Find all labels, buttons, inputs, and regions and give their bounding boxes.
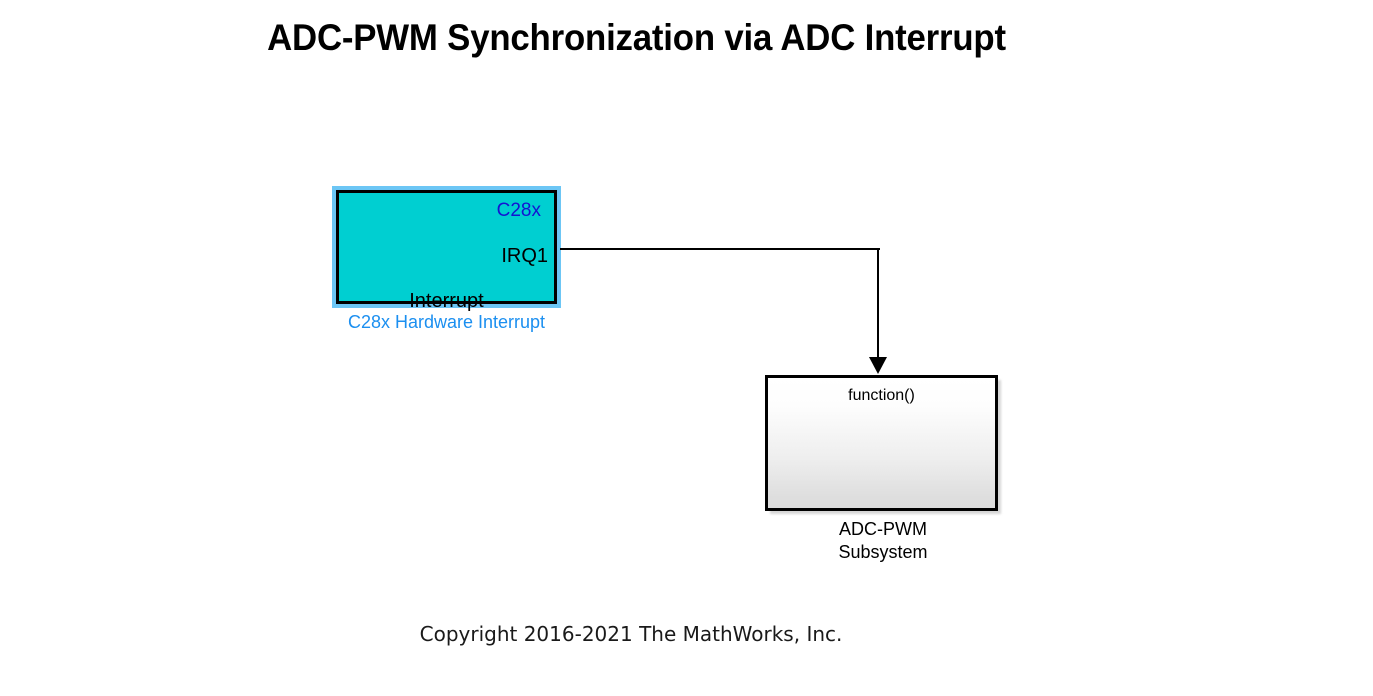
subsystem-block-body[interactable]: function() (765, 375, 998, 511)
interrupt-block-output-port-irq1[interactable]: IRQ1 (501, 245, 548, 267)
diagram-title: ADC-PWM Synchronization via ADC Interrup… (267, 17, 1006, 58)
subsystem-caption-line-1: ADC-PWM (839, 519, 927, 539)
interrupt-block-body[interactable]: C28x IRQ1 Interrupt (336, 190, 557, 312)
interrupt-block-type-label: Interrupt (409, 290, 484, 312)
interrupt-block-caption[interactable]: C28x Hardware Interrupt (347, 312, 546, 332)
subsystem-block-caption[interactable]: ADC-PWM Subsystem (715, 518, 1051, 564)
block-adc-pwm-subsystem[interactable]: function() ADC-PWM Subsystem (765, 375, 1001, 562)
copyright-notice: Copyright 2016-2021 The MathWorks, Inc. (419, 622, 843, 646)
signal-line-vertical[interactable] (877, 248, 879, 358)
block-c28x-hardware-interrupt[interactable]: C28x IRQ1 Interrupt C28x Hardware Interr… (332, 186, 561, 332)
signal-line-horizontal[interactable] (560, 248, 880, 250)
signal-arrowhead-icon (869, 357, 887, 374)
subsystem-function-trigger-label: function() (848, 387, 915, 404)
subsystem-caption-line-2: Subsystem (838, 542, 928, 562)
interrupt-block-header-label: C28x (496, 200, 541, 221)
